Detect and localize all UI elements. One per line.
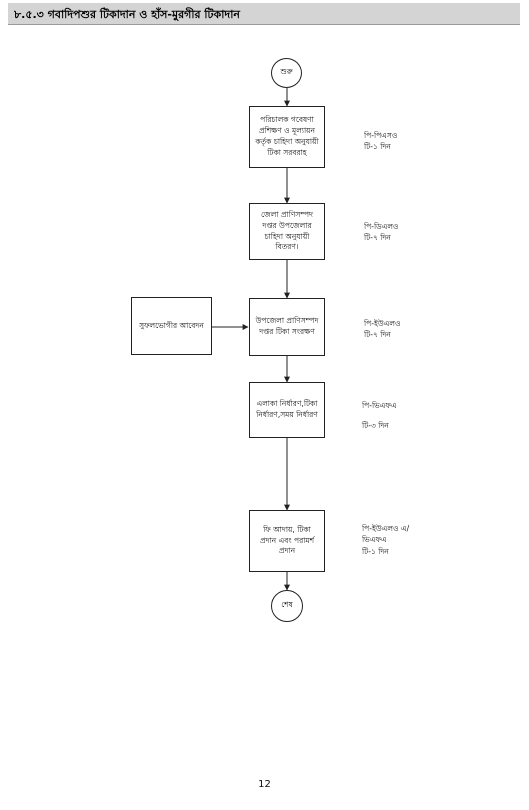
step-4-note: পি-ভিএফএ টি-৩ দিন — [362, 396, 397, 435]
side-input-box: সুফলভোগীর আবেদন — [131, 297, 212, 355]
step-3-note: পি-ইউএলও টি-৭ দিন — [364, 318, 401, 341]
step-1-time: টি-১ দিন — [364, 142, 391, 152]
end-label: শেষ — [281, 600, 293, 609]
step-1-actor: পি-পিএসও — [364, 131, 398, 140]
step-3-actor: পি-ইউএলও — [364, 319, 401, 328]
end-node: শেষ — [271, 590, 303, 622]
page-number: 12 — [258, 779, 271, 790]
step-4-text: এলাকা নির্ধারণ,টিকা নির্ধারণ,সময় নির্ধা… — [256, 399, 318, 419]
section-title: ৮.৫.৩ গবাদিপশুর টিকাদান ও হাঁস-মুরগীর টি… — [14, 8, 240, 21]
step-5-note: পি-ইউএলও এ/ ভিএফএ টি-১ দিন — [362, 523, 434, 557]
step-2-time: টি-৭ দিন — [364, 233, 391, 243]
step-1-note: পি-পিএসও টি-১ দিন — [364, 130, 397, 153]
step-2-text: জেলা প্রাণিসম্পদ দপ্তর উপজেলার চাহিদা অন… — [261, 209, 313, 252]
step-3-text: উপজেলা প্রাণিসম্পদ দপ্তর টিকা সংরক্ষণ — [255, 316, 319, 336]
step-4-time: টি-৩ দিন — [362, 420, 389, 430]
process-step-1: পরিচালক গবেষণা প্রশিক্ষণ ও মূল্যায়ন কর্… — [249, 106, 325, 168]
process-step-2: জেলা প্রাণিসম্পদ দপ্তর উপজেলার চাহিদা অন… — [249, 203, 325, 260]
start-label: শুরু — [280, 67, 293, 76]
step-3-time: টি-৭ দিন — [364, 330, 391, 340]
step-2-note: পি-ডিএলও টি-৭ দিন — [364, 221, 398, 244]
step-1-text: পরিচালক গবেষণা প্রশিক্ষণ ও মূল্যায়ন কর্… — [255, 115, 319, 157]
process-step-3: উপজেলা প্রাণিসম্পদ দপ্তর টিকা সংরক্ষণ — [249, 298, 325, 356]
step-4-actor: পি-ভিএফএ — [362, 401, 397, 410]
side-input-text: সুফলভোগীর আবেদন — [139, 320, 204, 330]
step-5-text: ফি আদায়, টিকা প্রদান এবং পরামর্শ প্রদান — [259, 524, 315, 556]
process-step-5: ফি আদায়, টিকা প্রদান এবং পরামর্শ প্রদান — [249, 510, 325, 572]
process-step-4: এলাকা নির্ধারণ,টিকা নির্ধারণ,সময় নির্ধা… — [249, 382, 325, 438]
section-header-bar: ৮.৫.৩ গবাদিপশুর টিকাদান ও হাঁস-মুরগীর টি… — [8, 3, 520, 25]
start-node: শুরু — [271, 58, 302, 88]
step-5-time: টি-১ দিন — [362, 546, 389, 556]
step-5-actor: পি-ইউএলও এ/ ভিএফএ — [362, 524, 410, 545]
step-2-actor: পি-ডিএলও — [364, 222, 399, 231]
